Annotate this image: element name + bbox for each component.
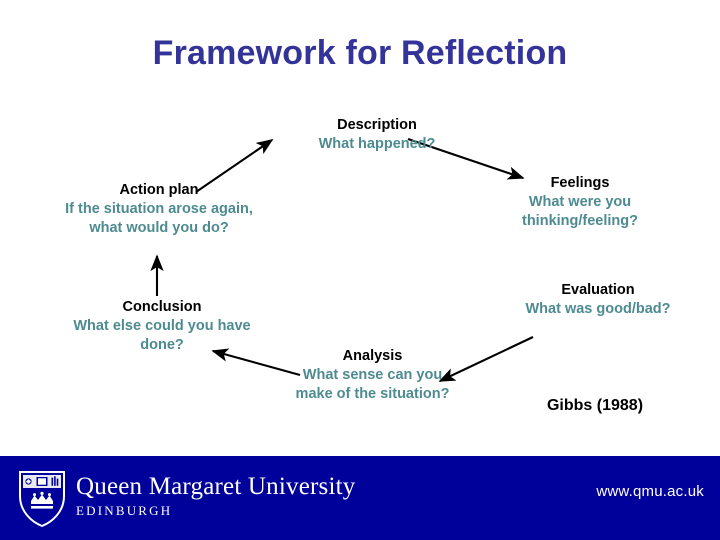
stage-title-conclusion: Conclusion — [122, 299, 202, 315]
university-logo-lockup: Queen Margaret University EDINBURGH — [18, 470, 355, 528]
university-city: EDINBURGH — [76, 503, 173, 519]
university-name: Queen Margaret University — [76, 473, 356, 500]
stage-body-evaluation: What was good/bad? — [525, 300, 671, 317]
stage-title-description: Description — [337, 117, 417, 133]
page-title: Framework for Reflection — [152, 34, 568, 72]
cycle-stage-action-plan: Action plan If the situation arose again… — [48, 181, 270, 238]
cycle-stage-feelings: Feelings What were you thinking/feeling? — [490, 174, 670, 231]
cycle-stage-evaluation: Evaluation What was good/bad? — [523, 281, 673, 319]
website-url: www.qmu.ac.uk — [596, 483, 704, 500]
cycle-stage-description: Description What happened? — [282, 116, 472, 154]
shield-crest-icon — [19, 471, 65, 528]
footer-band — [0, 456, 720, 540]
stage-body-feelings: What were you thinking/feeling? — [522, 193, 638, 229]
cycle-stage-conclusion: Conclusion What else could you have done… — [52, 298, 272, 355]
stage-body-analysis: What sense can you make of the situation… — [295, 366, 450, 402]
stage-title-feelings: Feelings — [550, 175, 610, 191]
stage-body-description: What happened? — [318, 135, 436, 152]
stage-title-action-plan: Action plan — [119, 182, 199, 198]
stage-body-action-plan: If the situation arose again, what would… — [65, 200, 253, 236]
cycle-stage-analysis: Analysis What sense can you make of the … — [285, 347, 460, 404]
source-attribution: Gibbs (1988) — [546, 397, 644, 414]
stage-body-conclusion: What else could you have done? — [73, 317, 251, 353]
university-wordmark: Queen Margaret University EDINBURGH — [76, 470, 355, 519]
stage-title-analysis: Analysis — [342, 348, 403, 364]
stage-title-evaluation: Evaluation — [561, 282, 635, 298]
